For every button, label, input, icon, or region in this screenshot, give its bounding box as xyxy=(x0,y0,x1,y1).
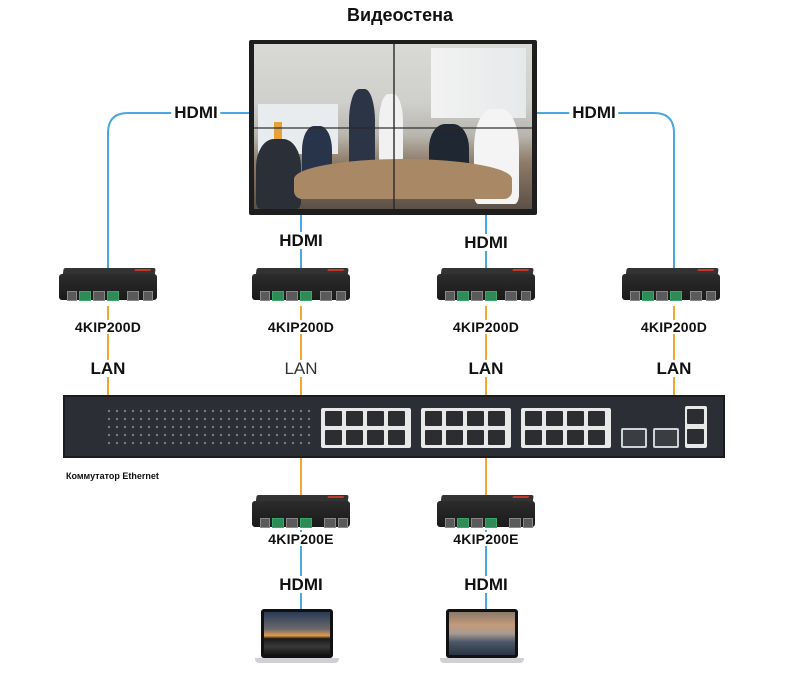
switch-label: Коммутатор Ethernet xyxy=(66,471,159,481)
uplink-ports xyxy=(685,406,707,448)
switch-port-group-3 xyxy=(521,408,611,448)
lan-label-decoder-4: LAN xyxy=(653,360,695,377)
decoder-model-2: 4KIP200D xyxy=(264,320,338,334)
decoder-device-1 xyxy=(59,268,157,304)
laptop-icon xyxy=(440,609,524,667)
encoder-device-1 xyxy=(252,495,350,531)
video-wall-title: Видеостена xyxy=(344,6,456,24)
lan-label-decoder-1: LAN xyxy=(87,360,129,377)
laptop-icon xyxy=(255,609,339,667)
sfp-port-26 xyxy=(653,428,679,448)
decoder-device-4 xyxy=(622,268,720,304)
hdmi-line-decoder-4 xyxy=(537,112,675,272)
switch-led-panel xyxy=(105,407,315,447)
sfp-port-25 xyxy=(621,428,647,448)
hdmi-label-decoder-3: HDMI xyxy=(461,234,511,251)
decoder-device-3 xyxy=(437,268,535,304)
hdmi-label-decoder-4: HDMI xyxy=(569,104,619,121)
lan-label-decoder-3: LAN xyxy=(465,360,507,377)
hdmi-label-encoder-2: HDMI xyxy=(461,576,511,593)
video-wall-icon xyxy=(254,44,532,209)
encoder-model-1: 4KIP200E xyxy=(265,532,337,546)
decoder-device-2 xyxy=(252,268,350,304)
encoder-model-2: 4KIP200E xyxy=(450,532,522,546)
switch-port-group-1 xyxy=(321,408,411,448)
hdmi-line-decoder-1 xyxy=(107,112,249,272)
hdmi-label-encoder-1: HDMI xyxy=(276,576,326,593)
decoder-model-4: 4KIP200D xyxy=(637,320,711,334)
hdmi-label-decoder-2: HDMI xyxy=(276,232,326,249)
lan-label-decoder-2: LAN xyxy=(281,360,321,377)
ethernet-switch xyxy=(63,395,725,458)
switch-port-group-2 xyxy=(421,408,511,448)
video-wall xyxy=(249,40,537,215)
encoder-device-2 xyxy=(437,495,535,531)
hdmi-label-decoder-1: HDMI xyxy=(171,104,221,121)
decoder-model-1: 4KIP200D xyxy=(71,320,145,334)
decoder-model-3: 4KIP200D xyxy=(449,320,523,334)
